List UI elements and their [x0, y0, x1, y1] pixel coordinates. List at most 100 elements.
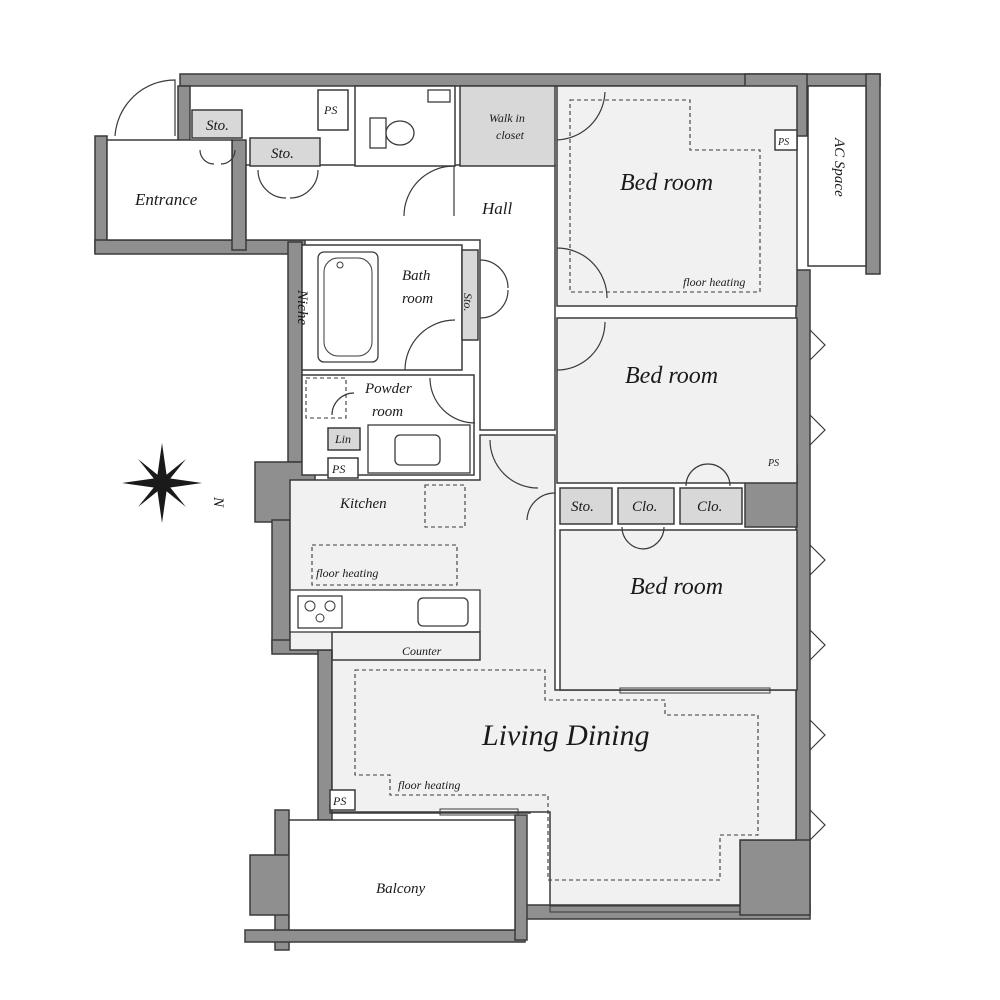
sto-bedroom-room	[559, 487, 613, 525]
ac-space-room	[807, 85, 867, 267]
window-living-a	[809, 719, 826, 751]
label-sto-bath: Sto.	[461, 293, 475, 311]
label-ps-living: PS	[332, 794, 346, 808]
entrance-room	[106, 139, 233, 241]
label-counter: Counter	[402, 644, 442, 658]
floor-heating-kitchen	[311, 544, 458, 586]
label-lin: Lin	[334, 432, 351, 446]
lin-room	[327, 427, 361, 451]
kitchen-sink	[417, 597, 469, 627]
label-powder-2: room	[372, 404, 403, 420]
label-entrance: Entrance	[134, 190, 198, 209]
bathtub-inner	[323, 257, 373, 357]
compass-point-ne	[160, 459, 186, 485]
bedroom-2-room	[556, 317, 798, 484]
label-ps-bed2: PS	[767, 458, 779, 469]
column-bottom-right	[739, 839, 811, 916]
balcony-sliding-door	[439, 808, 519, 816]
label-living-dining: Living Dining	[481, 719, 650, 752]
wall-core-left	[287, 241, 303, 463]
balcony-room	[288, 819, 516, 931]
hall-door[interactable]	[403, 165, 455, 217]
clo-1-door[interactable]	[621, 526, 665, 550]
wall-kitchen-left	[271, 519, 291, 651]
compass-point-nw	[138, 459, 164, 485]
label-hall: Hall	[481, 199, 513, 218]
fridge-space	[424, 484, 466, 528]
entrance-door[interactable]	[114, 79, 176, 137]
bedroom-1-room	[556, 85, 798, 307]
doors	[114, 79, 731, 550]
floor-heating-bed	[569, 99, 761, 293]
label-powder-1: Powder	[364, 381, 412, 397]
fixtures	[289, 89, 481, 661]
label-clo-1: Clo.	[632, 499, 657, 515]
wall-entrance-left	[94, 135, 108, 253]
label-floor-heating-kitchen: floor heating	[316, 566, 378, 580]
bedroom-2-door[interactable]	[556, 321, 606, 371]
kitchen-living-room	[289, 434, 797, 906]
burner-3	[315, 613, 325, 623]
label-bath-2: room	[402, 291, 433, 307]
label-ps-kitchen: PS	[331, 462, 345, 476]
column-balcony	[249, 854, 291, 916]
window-bed2-a	[809, 329, 826, 361]
sto-entrance-room	[191, 109, 243, 139]
label-walk-in-1: Walk in	[489, 111, 525, 125]
window-bed3-b	[809, 629, 826, 661]
label-bath-1: Bath	[402, 268, 430, 284]
toilet-tank	[369, 117, 387, 149]
kitchen-door[interactable]	[489, 439, 539, 489]
sto-bedroom-door[interactable]	[526, 492, 556, 521]
label-sto-bedroom: Sto.	[571, 499, 594, 515]
compass-point-s	[157, 483, 167, 523]
walk-in-closet-door[interactable]	[556, 91, 606, 141]
sto-bath-door[interactable]	[479, 259, 509, 319]
compass-point-w	[122, 478, 162, 488]
wall-right	[795, 269, 811, 911]
wall-entrance-top-pier	[177, 85, 191, 142]
counter-bar	[331, 631, 481, 661]
label-bedroom-1: Bed room	[620, 170, 713, 196]
label-sto-hall: Sto.	[271, 146, 294, 162]
label-ps-top: PS	[323, 103, 337, 117]
ps-top-room	[317, 89, 349, 131]
sto-hall-room	[249, 137, 321, 167]
burner-1	[304, 600, 316, 612]
windows	[439, 329, 826, 913]
label-kitchen: Kitchen	[339, 496, 387, 512]
bedroom-1-door[interactable]	[556, 247, 608, 299]
label-sto-entrance: Sto.	[206, 118, 229, 134]
compass-point-n	[157, 443, 167, 483]
wall-balcony-right	[514, 814, 528, 941]
bath-door[interactable]	[404, 319, 456, 371]
label-niche: Niche	[294, 289, 310, 325]
bathtub	[317, 251, 379, 363]
window-bed2-b	[809, 414, 826, 446]
compass-point-se	[160, 481, 186, 507]
sto-bath-room	[461, 249, 479, 341]
sto-entrance-door[interactable]	[199, 149, 236, 165]
wall-entrance-bottom	[94, 239, 306, 255]
floor-heating-zones	[311, 99, 761, 881]
label-balcony: Balcony	[376, 881, 425, 897]
lin-door[interactable]	[331, 392, 355, 416]
label-bedroom-3: Bed room	[630, 574, 723, 600]
clo-1-room	[617, 487, 675, 525]
label-bedroom-2: Bed room	[625, 363, 718, 389]
sto-hall-door[interactable]	[257, 169, 319, 199]
powder-door[interactable]	[429, 377, 476, 424]
label-ac-space: AC Space	[831, 137, 847, 197]
compass-point-sw	[138, 481, 164, 507]
clo-2-door[interactable]	[685, 463, 731, 487]
label-clo-2: Clo.	[697, 499, 722, 515]
label-walk-in-2: closet	[496, 128, 525, 142]
vanity-basin	[394, 434, 441, 466]
wall-balcony-bottom	[244, 929, 526, 943]
labels: Entrance Hall Walk in closet Bed room fl…	[134, 103, 847, 897]
window-bed3-a	[809, 544, 826, 576]
label-floor-heating-bed: floor heating	[683, 275, 745, 289]
floor-heating-living	[354, 669, 759, 881]
bedroom-3-sliding-door	[619, 687, 771, 694]
